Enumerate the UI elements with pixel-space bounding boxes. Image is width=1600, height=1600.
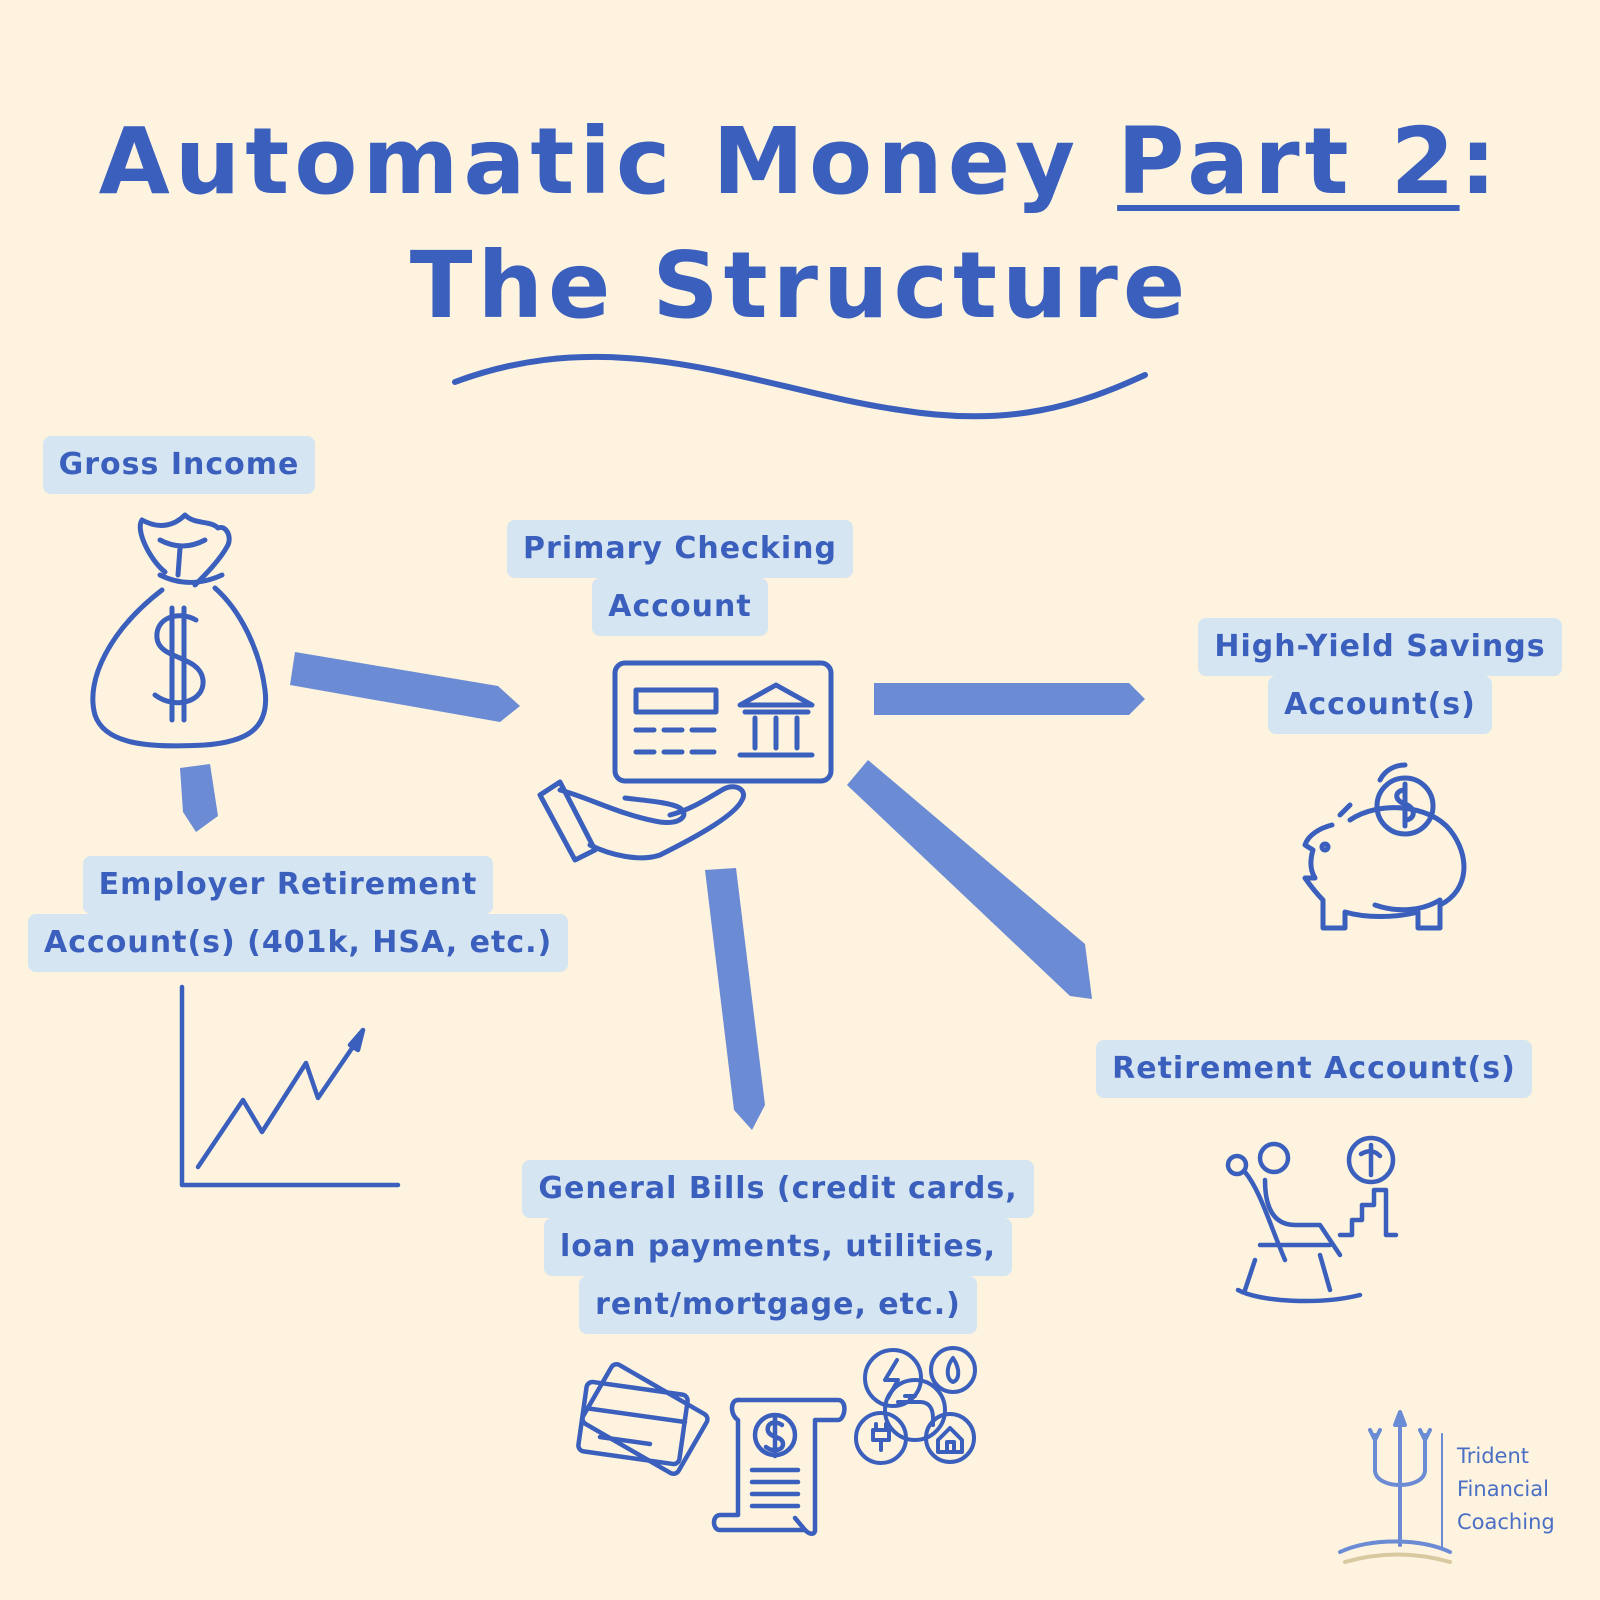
bill-receipt-icon — [711, 1397, 847, 1536]
title-wave-divider — [452, 354, 1148, 420]
title-prefix: Automatic Money — [98, 108, 1118, 215]
title-suffix: : — [1459, 108, 1502, 215]
node-label-employer-retirement: Employer Retirement Account(s) (401k, HS… — [28, 856, 569, 972]
node-label-line: High-Yield Savings — [1198, 618, 1562, 676]
node-label-line: General Bills (credit cards, — [522, 1160, 1034, 1218]
node-label-retirement-accounts: Retirement Account(s) — [1064, 1040, 1564, 1098]
rocking-chair-retiree-icon — [1225, 1135, 1399, 1304]
node-label-line: Retirement Account(s) — [1096, 1040, 1532, 1098]
utilities-icon — [854, 1346, 977, 1465]
credit-cards-icon — [576, 1362, 710, 1476]
flow-arrow-checking-to-retirement — [847, 760, 1092, 999]
money-bag-icon — [90, 512, 269, 749]
bank-card-hand-icon — [537, 660, 834, 863]
node-label-line: Gross Income — [42, 436, 316, 494]
node-label-line: Employer Retirement — [82, 856, 494, 914]
piggy-bank-icon — [1302, 762, 1467, 931]
node-label-general-bills: General Bills (credit cards, loan paymen… — [478, 1160, 1078, 1334]
node-label-line: rent/mortgage, etc.) — [579, 1276, 977, 1334]
node-label-line: Account — [592, 578, 768, 636]
brand-line: Financial — [1457, 1477, 1549, 1501]
node-label-high-yield-savings: High-Yield Savings Account(s) — [1170, 618, 1590, 734]
flow-arrow-income-to-checking — [290, 652, 520, 722]
growth-chart-icon — [179, 984, 401, 1188]
brand-line: Coaching — [1457, 1510, 1555, 1534]
node-label-gross-income: Gross Income — [34, 436, 324, 494]
node-label-primary-checking: Primary Checking Account — [480, 520, 880, 636]
page-title-line-1: Automatic Money Part 2: — [0, 108, 1600, 215]
node-label-line: Account(s) — [1268, 676, 1492, 734]
node-label-line: Account(s) (401k, HSA, etc.) — [28, 914, 569, 972]
node-label-line: Primary Checking — [507, 520, 853, 578]
flow-arrow-checking-to-savings — [874, 683, 1145, 715]
flow-arrow-checking-to-bills — [705, 868, 765, 1130]
title-underlined: Part 2 — [1117, 108, 1460, 215]
flow-arrow-income-to-employer-retirement — [180, 764, 218, 832]
node-label-line: loan payments, utilities, — [543, 1218, 1013, 1276]
trident-logo-icon — [1338, 1410, 1452, 1564]
brand-name: Trident Financial Coaching — [1457, 1440, 1555, 1539]
brand-line: Trident — [1457, 1444, 1530, 1468]
page-title-line-2: The Structure — [409, 232, 1191, 339]
